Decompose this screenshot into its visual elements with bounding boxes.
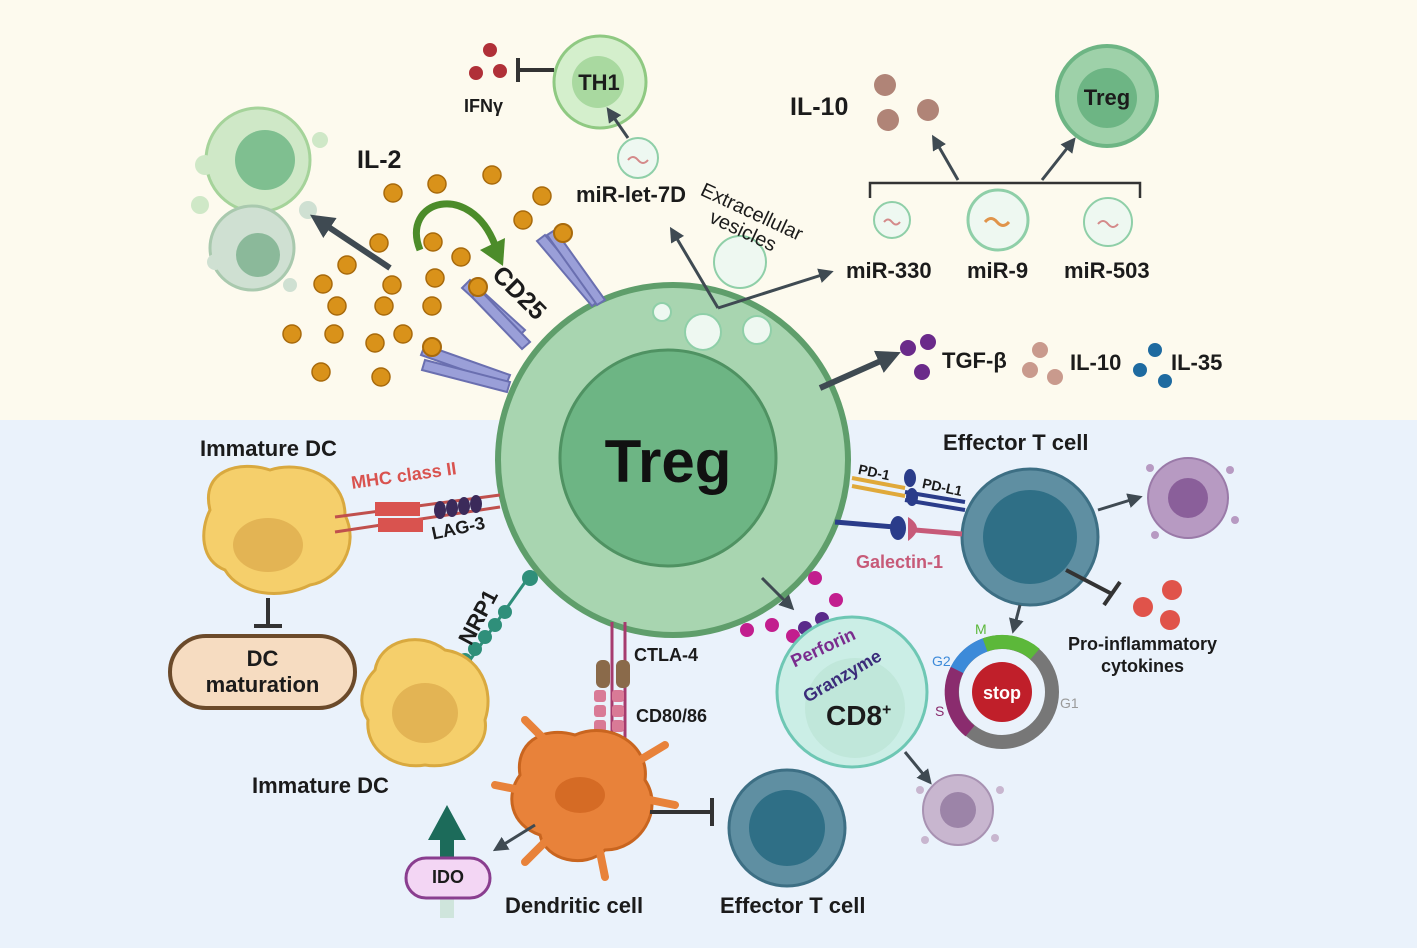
ifng-label: IFNγ <box>464 96 504 116</box>
pro-inflammatory-label: Pro-inflammatory cytokines <box>1068 634 1218 676</box>
ido-up-arrow <box>428 805 466 860</box>
dc-to-ido-arrow <box>492 823 536 852</box>
il35-particles <box>1133 343 1172 388</box>
il10-particles-top <box>874 74 939 131</box>
effector-t-cell-bottom <box>727 768 847 888</box>
immature-dc-bottom <box>360 638 490 768</box>
mir-vesicles <box>873 188 1133 252</box>
treg-center-label: Treg <box>604 428 732 495</box>
stop-label: stop <box>983 683 1021 703</box>
immature-dc-top <box>202 464 352 595</box>
dc-maturation-box <box>168 634 357 710</box>
extracellular-vesicles <box>652 235 772 351</box>
tgfb-label: TGF-β <box>942 348 1007 373</box>
pd1-pdl1-complex <box>851 469 966 512</box>
mir-bracket <box>868 181 1142 198</box>
arrow-secretion <box>818 350 901 391</box>
effector-t-cell-right <box>960 467 1100 607</box>
phase-m-label: M <box>975 621 987 637</box>
treg-cell <box>495 282 851 638</box>
il2-particles <box>282 165 552 387</box>
mir-let7d-label: miR-let-7D <box>576 182 687 207</box>
il2-label: IL-2 <box>357 146 402 174</box>
mir-9-label: miR-9 <box>967 258 1029 283</box>
effector-t-cell-right-label: Effector T cell <box>943 430 1089 455</box>
cd8-superscript: + <box>882 701 892 719</box>
ido-label: IDO <box>431 867 464 888</box>
arrow-to-il10 <box>932 134 960 181</box>
cd8-cell <box>775 615 929 769</box>
cd80-86-label: CD80/86 <box>636 706 708 726</box>
cd8-text: CD8 <box>826 700 883 731</box>
arrow-to-mirs <box>717 268 834 310</box>
arrow-to-dying-cd8 <box>903 751 932 785</box>
immature-dc-top-label: Immature DC <box>200 436 337 461</box>
th1-cell <box>552 34 648 130</box>
pro-inflammatory-particles <box>1133 580 1182 630</box>
galectin1-complex <box>834 516 963 541</box>
dendritic-cell-label: Dendritic cell <box>505 893 644 918</box>
il2-loop-arrowhead <box>480 238 505 266</box>
tgfb-particles <box>900 334 936 380</box>
mir-330-label: miR-330 <box>846 258 932 283</box>
arrow-to-treg-small <box>1040 137 1076 181</box>
vesicle-let7d <box>617 137 659 179</box>
ido-box <box>404 856 492 900</box>
effector-t-cell-bottom-label: Effector T cell <box>720 893 866 918</box>
arrow-to-let7d <box>669 226 720 309</box>
phase-s-label: S <box>935 703 945 719</box>
dying-cell-right <box>1146 457 1239 539</box>
ifng-particles <box>469 43 507 80</box>
dying-cells-top-left <box>191 106 328 292</box>
arrow-to-dying-effector <box>1097 493 1143 512</box>
effector-inhibits-cytokines <box>1065 568 1113 596</box>
treg-small-label: Treg <box>1083 85 1131 110</box>
phase-g2-label: G2 <box>932 653 951 669</box>
phase-g1-label: G1 <box>1060 695 1079 711</box>
arrow-to-cell-cycle <box>1009 604 1024 634</box>
treg-small-cell <box>1055 44 1159 148</box>
il10-particles-mid <box>1022 342 1063 385</box>
th1-label: TH1 <box>578 70 620 95</box>
ctla4-label: CTLA-4 <box>634 645 698 665</box>
mhc-lag3-complex <box>334 493 501 534</box>
arrow-let7d-to-th1 <box>606 107 630 139</box>
mir-503-label: miR-503 <box>1064 258 1150 283</box>
cell-cycle-wheel <box>944 634 1059 749</box>
dying-cell-bottom <box>916 774 1004 846</box>
il10-top-label: IL-10 <box>790 93 849 121</box>
il2-loop-arrow <box>412 200 499 252</box>
cd8-label: CD8+ <box>826 702 891 730</box>
dendritic-cell <box>491 716 679 881</box>
arrow-to-dying-cells <box>310 214 392 271</box>
il10-mid-label: IL-10 <box>1070 350 1122 375</box>
dc-maturation-label: DC maturation <box>205 645 320 697</box>
inhibit-bar-cytokines <box>1102 580 1122 607</box>
arrow-to-cd8 <box>760 576 795 611</box>
il35-label: IL-35 <box>1171 350 1223 375</box>
galectin1-label: Galectin-1 <box>856 552 944 572</box>
immature-dc-bottom-label: Immature DC <box>252 773 389 798</box>
cd25-receptors <box>419 223 607 394</box>
